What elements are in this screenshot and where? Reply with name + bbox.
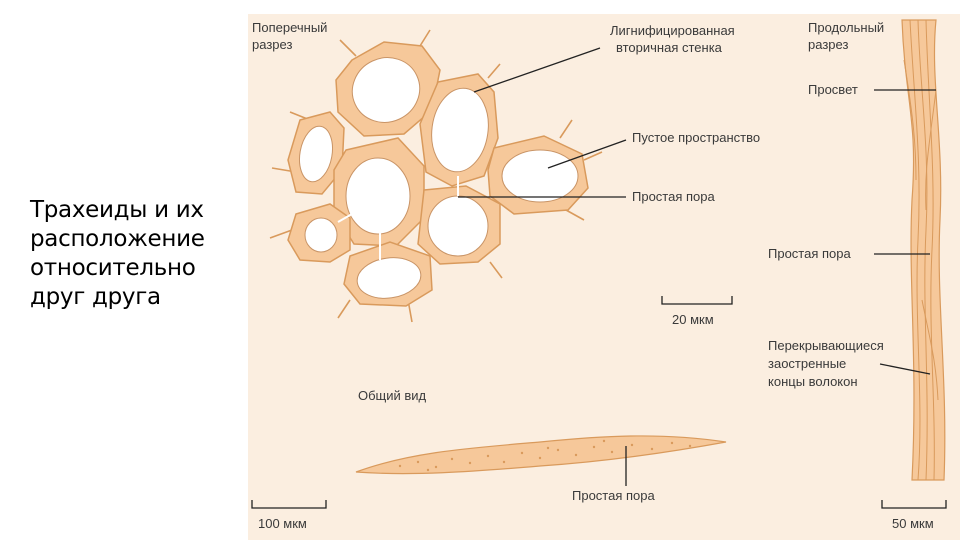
- label-simple-pore-long: Простая пора: [768, 246, 851, 261]
- title-line-2: расположение: [30, 226, 205, 252]
- cell-lumens: [299, 57, 579, 299]
- label-empty-space: Пустое пространство: [632, 130, 760, 145]
- label-lumen: Просвет: [808, 82, 858, 97]
- label-scale-100: 100 мкм: [258, 516, 307, 531]
- leader-lines: [458, 47, 936, 486]
- label-general-view: Общий вид: [358, 388, 427, 403]
- label-overlapping-2: заостренные: [768, 356, 846, 371]
- pore-channels: [337, 176, 459, 260]
- label-cross-section-2: разрез: [252, 37, 292, 52]
- slide-title: Трахеиды и их расположение относительно …: [30, 196, 240, 312]
- longitudinal-fibers: [901, 19, 946, 481]
- scale-bars: [251, 296, 947, 509]
- label-simple-pore-cross: Простая пора: [632, 189, 715, 204]
- title-line-4: друг друга: [30, 284, 161, 310]
- label-longitudinal-2: разрез: [808, 37, 848, 52]
- label-scale-20: 20 мкм: [672, 312, 714, 327]
- label-simple-pore-fiber: Простая пора: [572, 488, 655, 503]
- label-lignified-wall-2: вторичная стенка: [616, 40, 723, 55]
- label-lignified-wall-1: Лигнифицированная: [610, 23, 735, 38]
- general-view-fiber: [355, 435, 727, 475]
- title-line-1: Трахеиды и их: [30, 197, 204, 223]
- label-overlapping-3: концы волокон: [768, 374, 858, 389]
- cross-section-cluster: [269, 29, 603, 323]
- title-line-3: относительно: [30, 255, 196, 281]
- label-overlapping-1: Перекрывающиеся: [768, 338, 884, 353]
- label-scale-50: 50 мкм: [892, 516, 934, 531]
- label-cross-section-1: Поперечный: [252, 20, 327, 35]
- label-longitudinal-1: Продольный: [808, 20, 884, 35]
